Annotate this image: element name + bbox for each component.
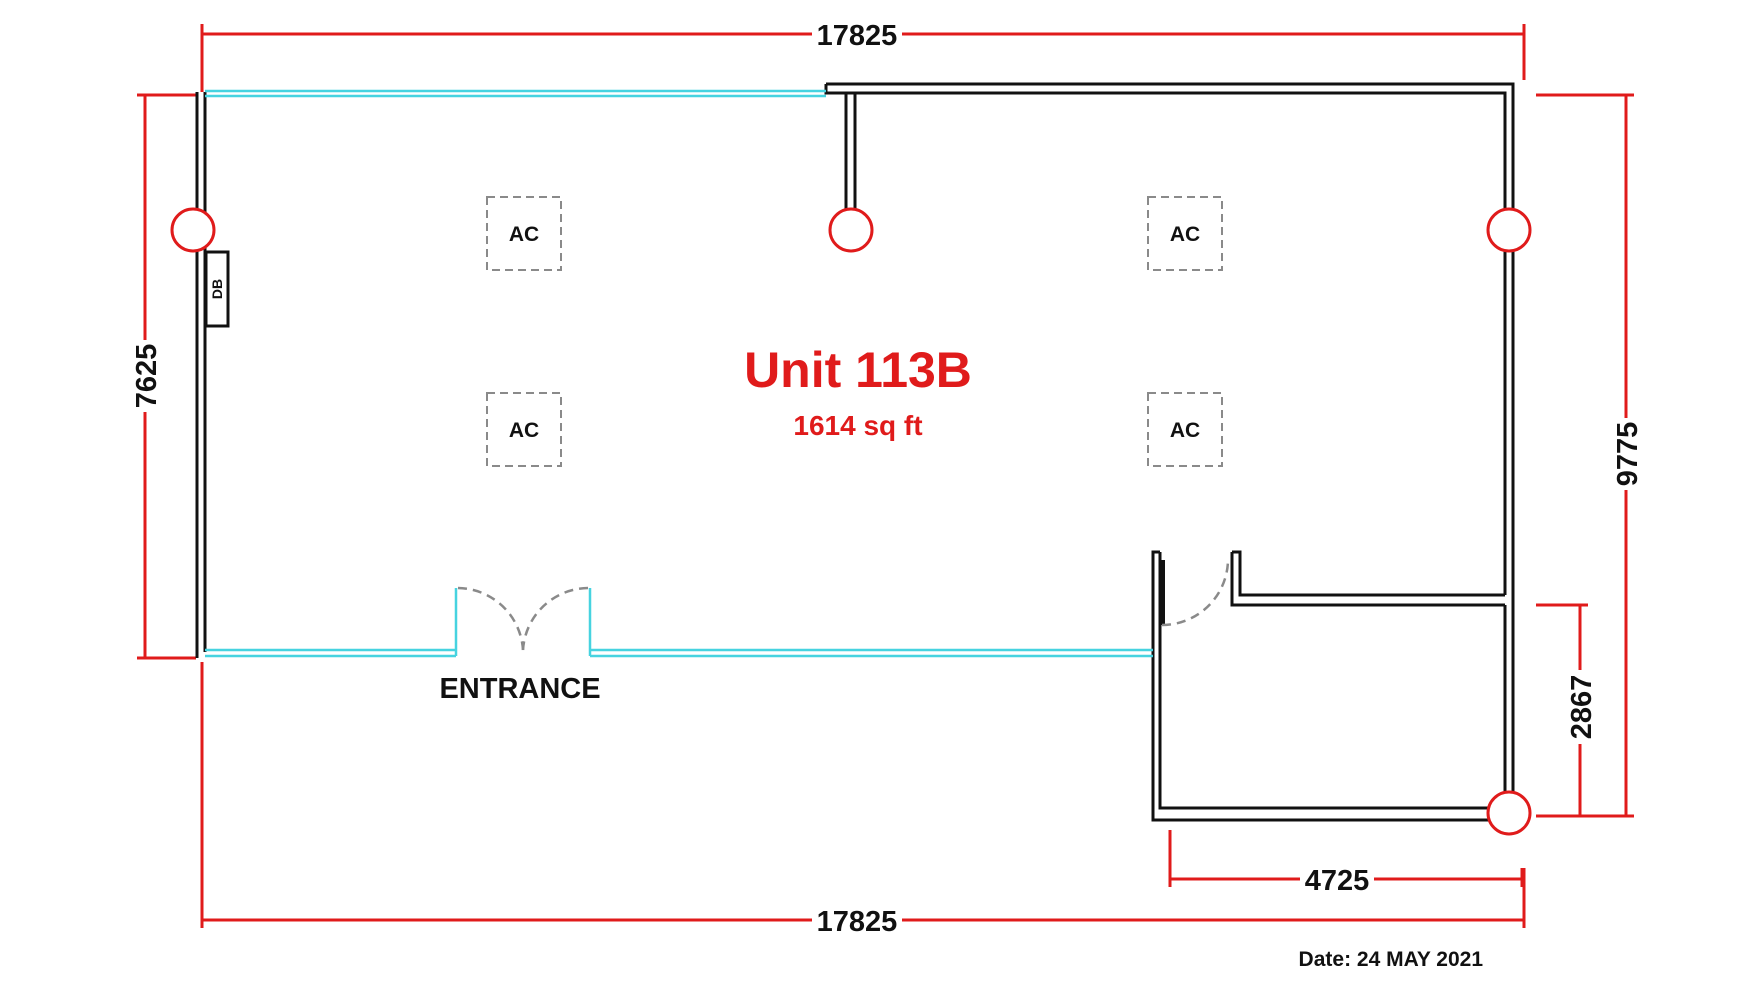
ac-unit-box	[486, 392, 562, 467]
room-width-label: 4725	[1305, 865, 1370, 897]
entrance-door-left-swing-icon	[457, 586, 525, 651]
walls	[195, 82, 1515, 822]
room-door-swing-icon	[1161, 559, 1230, 627]
entrance-label: ENTRANCE	[439, 673, 600, 705]
ac-unit-label: AC	[1170, 419, 1200, 442]
room-height-label: 2867	[1566, 675, 1598, 740]
dimension-lines	[137, 24, 1634, 928]
room-height-bg	[1563, 670, 1597, 744]
right-dimension-bg	[1609, 418, 1643, 490]
room-width-bg	[1300, 861, 1374, 897]
db-panel	[204, 250, 230, 328]
column-icon	[170, 207, 216, 253]
top-right-wall-inner	[824, 84, 1507, 595]
unit-area: 1614 sq ft	[793, 410, 922, 441]
column-icon	[828, 207, 874, 253]
ac-unit-label: AC	[1170, 223, 1200, 246]
column-icon	[1486, 790, 1532, 836]
db-label: DB	[209, 279, 225, 299]
ac-unit-box	[1147, 392, 1223, 467]
room-top-wall-outer	[1232, 550, 1505, 597]
ac-unit-box	[1147, 196, 1223, 271]
left-dimension-bg	[128, 340, 162, 412]
unit-title: Unit 113B	[744, 342, 972, 398]
ac-unit-label: AC	[509, 419, 539, 442]
right-dimension-label: 9775	[1612, 422, 1644, 487]
left-dimension-label: 7625	[131, 344, 163, 409]
top-dimension-bg	[812, 16, 902, 52]
ac-unit-label: AC	[509, 223, 539, 246]
top-dimension-label: 17825	[817, 20, 898, 52]
entrance-door-right-swing-icon	[521, 586, 589, 651]
columns	[170, 207, 1532, 836]
top-right-wall-outer	[826, 82, 1515, 595]
room-left-wall-outer	[1151, 550, 1513, 822]
bottom-dimension-label: 17825	[817, 906, 898, 938]
ac-unit-box	[486, 196, 562, 271]
bottom-dimension-bg	[812, 902, 902, 938]
glazing	[205, 89, 1153, 658]
ac-units: AC AC AC AC	[486, 196, 1223, 467]
room-left-wall-inner	[1158, 552, 1505, 810]
column-icon	[1486, 207, 1532, 253]
date-label: Date: 24 MAY 2021	[1299, 948, 1484, 971]
room-top-wall-inner	[1230, 552, 1505, 607]
